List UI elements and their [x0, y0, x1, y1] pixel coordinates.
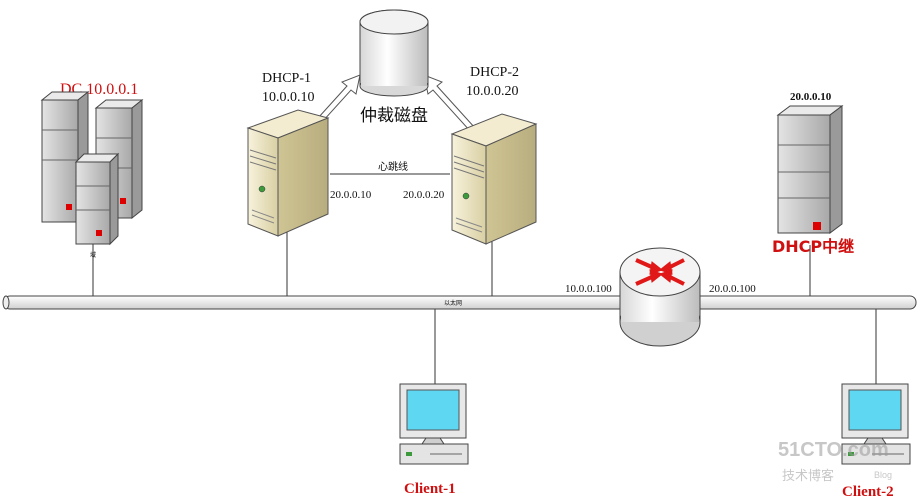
client1-pc: Client-1	[399, 383, 469, 497]
dhcp1-name: DHCP-1	[262, 71, 311, 86]
server-gray-icon	[776, 105, 844, 234]
dhcp2-server: DHCP-2 10.0.0.20 20.0.0.20	[403, 65, 538, 245]
dhcp2-ip: 10.0.0.20	[466, 84, 519, 99]
watermark-blog: Blog	[874, 470, 892, 480]
watermark-sub: 技术博客	[782, 468, 834, 484]
router-icon	[619, 247, 701, 347]
quorum-disk: 仲裁磁盘	[359, 9, 429, 126]
watermark: 51CTO.com 技术博客 Blog	[778, 439, 892, 484]
dc-server-cluster: DC 10.0.0.1 域	[40, 81, 144, 259]
relay-label: DHCP中继	[772, 237, 854, 256]
client1-label: Client-1	[404, 481, 456, 497]
dhcp-relay-server: 20.0.0.10 DHCP中继	[772, 91, 854, 256]
client2-label: Client-2	[842, 484, 894, 500]
desktop-pc-icon	[399, 383, 469, 465]
quorum-disk-label: 仲裁磁盘	[360, 106, 428, 126]
heartbeat-label: 心跳线	[378, 160, 408, 173]
dhcp2-name: DHCP-2	[470, 65, 519, 80]
desktop-pc-icon	[841, 383, 911, 465]
dc-tag: 域	[90, 251, 96, 259]
client2-pc: Client-2	[841, 383, 911, 500]
dhcp1-heartbeat-ip: 20.0.0.10	[330, 189, 372, 201]
router-right-ip: 20.0.0.100	[709, 283, 756, 295]
watermark-site: 51CTO.com	[778, 439, 889, 461]
server-tower-icon	[450, 113, 538, 245]
relay-ip: 20.0.0.10	[790, 91, 832, 103]
dhcp1-ip: 10.0.0.10	[262, 90, 315, 105]
dhcp1-server: DHCP-1 10.0.0.10 20.0.0.10	[246, 71, 372, 237]
disk-cylinder-icon	[359, 9, 429, 97]
ethernet-label: 以太网	[444, 299, 462, 307]
server-cluster-icon	[40, 90, 144, 246]
router-left-ip: 10.0.0.100	[565, 283, 612, 295]
server-tower-icon	[246, 109, 330, 237]
dhcp2-heartbeat-ip: 20.0.0.20	[403, 189, 445, 201]
router: 10.0.0.100 20.0.0.100	[565, 247, 756, 347]
